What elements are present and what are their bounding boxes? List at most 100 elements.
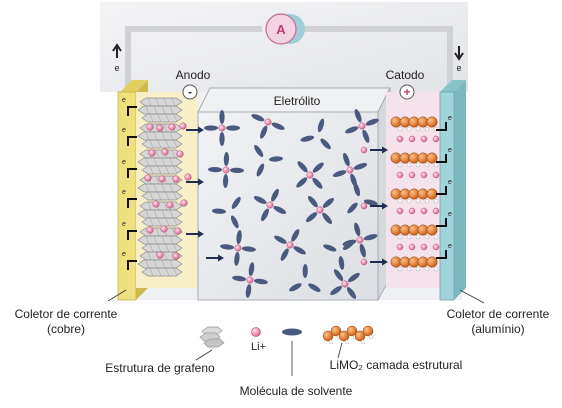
graphene-sheet	[137, 183, 183, 193]
electron-mark: e	[448, 243, 452, 250]
graphene-sheet	[141, 191, 183, 201]
graphene-bond	[155, 149, 160, 159]
migration-arrowhead	[382, 146, 388, 154]
solvent-molecule	[236, 230, 242, 245]
lithium-ion	[420, 243, 428, 251]
lithium-ion	[158, 175, 166, 183]
limo2-atom	[338, 330, 350, 342]
legend: Estrutura de grafeno Li+ Molécula de sol…	[105, 325, 462, 398]
legend-solvent-label: Molécula de solvente	[240, 384, 353, 398]
graphene-bond	[155, 175, 160, 185]
lithium-ion	[160, 225, 168, 233]
limo2-atom	[322, 330, 334, 342]
lithium-ion	[166, 201, 174, 209]
graphene-bond	[161, 131, 166, 141]
external-circuit	[125, 26, 453, 88]
lithium-ion	[420, 135, 428, 143]
graphene-bond	[161, 235, 166, 245]
graphene-bond	[163, 251, 168, 261]
solvent-molecule	[280, 248, 289, 261]
oxygen-atom	[415, 162, 421, 168]
limo2-atom	[426, 224, 438, 236]
graphene-sheet	[139, 201, 183, 211]
lithium-ion	[172, 175, 180, 183]
oxygen-atom	[406, 198, 412, 204]
lithium-ion	[396, 135, 404, 143]
solvent-molecule	[230, 167, 244, 174]
graphene-bond	[149, 217, 154, 227]
graphene-bond	[165, 165, 170, 175]
graphene-bond	[157, 139, 162, 149]
solvent-molecule	[363, 234, 378, 241]
solvent-molecule	[231, 196, 241, 209]
solvent-molecule	[289, 283, 302, 292]
graphene-bond	[165, 267, 170, 277]
solvent-molecule	[256, 163, 265, 177]
graphene-bond	[155, 97, 160, 107]
lithium-ion	[408, 135, 416, 143]
electron-arrow-right	[436, 154, 447, 163]
lithium-ion	[168, 123, 176, 131]
oxygen-atom	[397, 234, 403, 240]
solvent-molecule	[320, 138, 331, 150]
legend-solvent-icon	[282, 328, 302, 336]
anode-region	[136, 92, 198, 288]
electron-mark: e	[122, 127, 126, 134]
solvent-molecule	[346, 287, 357, 299]
graphene-bond	[149, 267, 154, 277]
graphene-bond	[173, 243, 178, 253]
oxygen-atom	[424, 162, 430, 168]
graphene-bond	[149, 191, 154, 201]
electron-arrow-left	[127, 106, 137, 116]
cathode-terminal: +	[399, 84, 415, 100]
graphene-bond	[173, 165, 178, 175]
graphene-bond	[153, 259, 158, 269]
graphene-sheet	[141, 165, 183, 175]
oxygen-atom	[424, 234, 430, 240]
solvent-molecule	[212, 208, 226, 214]
graphene-bond	[171, 149, 176, 159]
legend-li-ion-label: Li+	[251, 341, 266, 353]
graphene-sheet	[137, 105, 183, 115]
lithium-ion	[161, 148, 169, 156]
solvent-molecule	[322, 197, 335, 208]
migration-arrowhead	[198, 230, 204, 238]
lithium-ion	[316, 206, 324, 214]
oxygen-atom	[424, 198, 430, 204]
graphene-bond	[157, 191, 162, 201]
graphene-bond	[149, 165, 154, 175]
electron-arrow-right	[436, 218, 447, 227]
solvent-molecule	[297, 161, 308, 173]
lithium-ion	[396, 207, 404, 215]
oxygen-atom	[360, 339, 366, 345]
lithium-ion	[218, 124, 226, 132]
electron-flow-right: e	[454, 46, 464, 73]
graphene-bond	[169, 259, 174, 269]
electron-mark: e	[122, 251, 126, 258]
solvent-molecule	[330, 285, 342, 296]
lithium-ion	[180, 199, 188, 207]
solvent-molecule	[305, 212, 318, 223]
cathode-region	[386, 92, 442, 288]
legend-graphene-icon	[199, 326, 225, 348]
lithium-ion	[420, 207, 428, 215]
graphene-bond	[145, 235, 150, 245]
lithium-ion	[174, 227, 182, 235]
oxygen-atom	[397, 266, 403, 272]
solvent-molecule	[204, 125, 218, 131]
graphene-bond	[169, 209, 174, 219]
solvent-molecule	[365, 118, 379, 126]
solvent-molecule	[363, 199, 378, 206]
electron-mark: e	[122, 189, 126, 196]
graphene-bond	[157, 217, 162, 227]
lithium-ion	[356, 236, 364, 244]
oxygen-atom	[415, 198, 421, 204]
solvent-molecule	[230, 215, 239, 229]
lithium-ion	[234, 244, 242, 252]
solvent-molecule	[338, 255, 345, 270]
migration-arrowhead	[218, 254, 224, 262]
solvent-molecule	[234, 251, 240, 266]
solvent-molecule	[333, 269, 344, 281]
lithium-ion	[396, 171, 404, 179]
